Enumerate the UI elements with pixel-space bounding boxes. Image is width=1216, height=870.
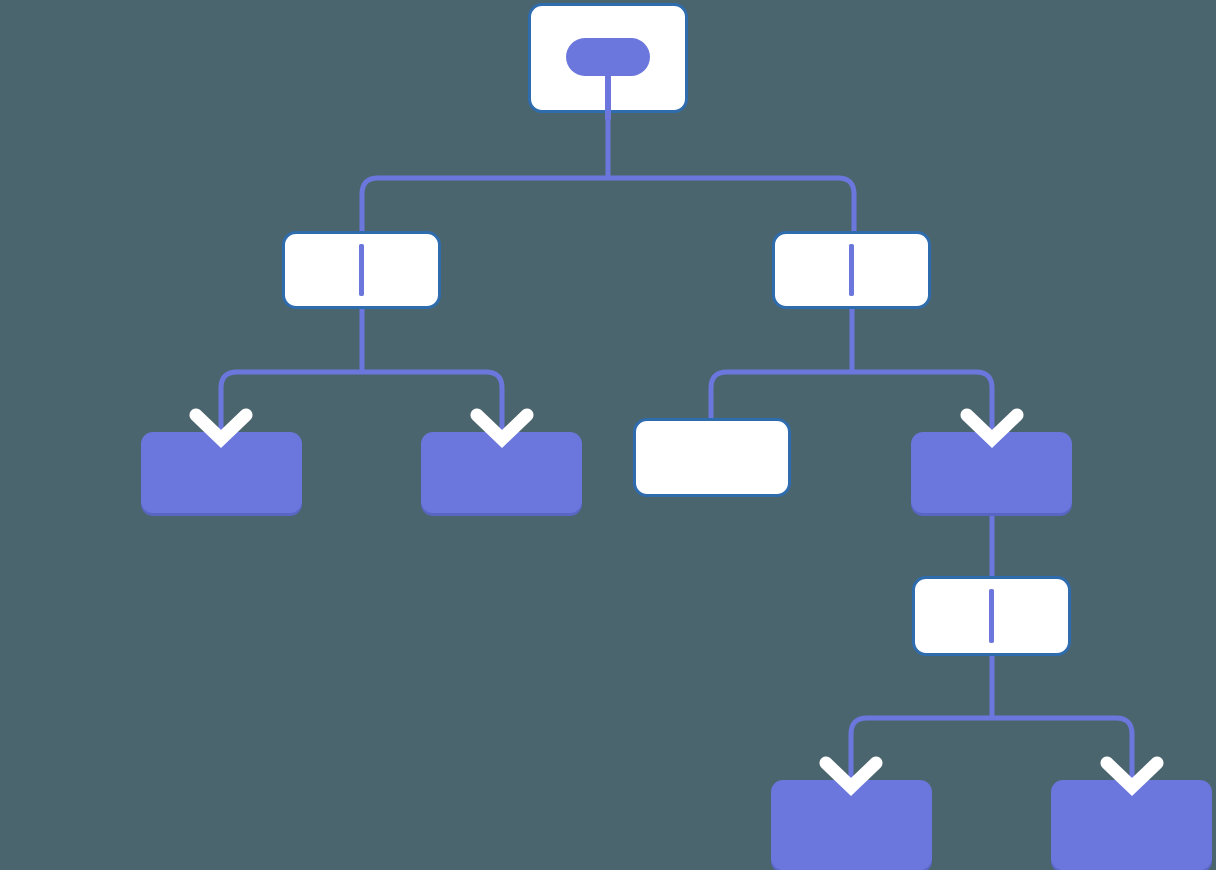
- node-through-line: [849, 244, 854, 296]
- leaf-node-b[interactable]: [421, 432, 582, 513]
- leaf-node-a[interactable]: [141, 432, 302, 513]
- node-label: [531, 6, 685, 110]
- path-level2-left-bus: [218, 369, 505, 434]
- branch-node-left[interactable]: [282, 231, 441, 309]
- branch-node-right[interactable]: [772, 231, 931, 309]
- node-label: [915, 579, 1068, 653]
- node-label: [285, 234, 438, 306]
- root-pill-shape: [566, 38, 650, 76]
- leaf-node-f[interactable]: [1051, 780, 1212, 870]
- root-stem-line: [605, 72, 611, 120]
- leaf-node-e[interactable]: [771, 780, 932, 870]
- plain-node-c[interactable]: [633, 418, 791, 497]
- node-label: [141, 432, 302, 513]
- node-label: [771, 780, 932, 870]
- leaf-node-d[interactable]: [911, 432, 1072, 513]
- node-through-line: [989, 589, 994, 643]
- node-label: [1051, 780, 1212, 870]
- node-label: [421, 432, 582, 513]
- node-label: [911, 432, 1072, 513]
- path-level1-bus: [359, 175, 857, 231]
- path-level4-bus: [848, 715, 1135, 782]
- sub-branch-node[interactable]: [912, 576, 1071, 656]
- node-label: [775, 234, 928, 306]
- node-label: [636, 421, 788, 494]
- root-node[interactable]: [528, 3, 688, 120]
- node-through-line: [359, 244, 364, 296]
